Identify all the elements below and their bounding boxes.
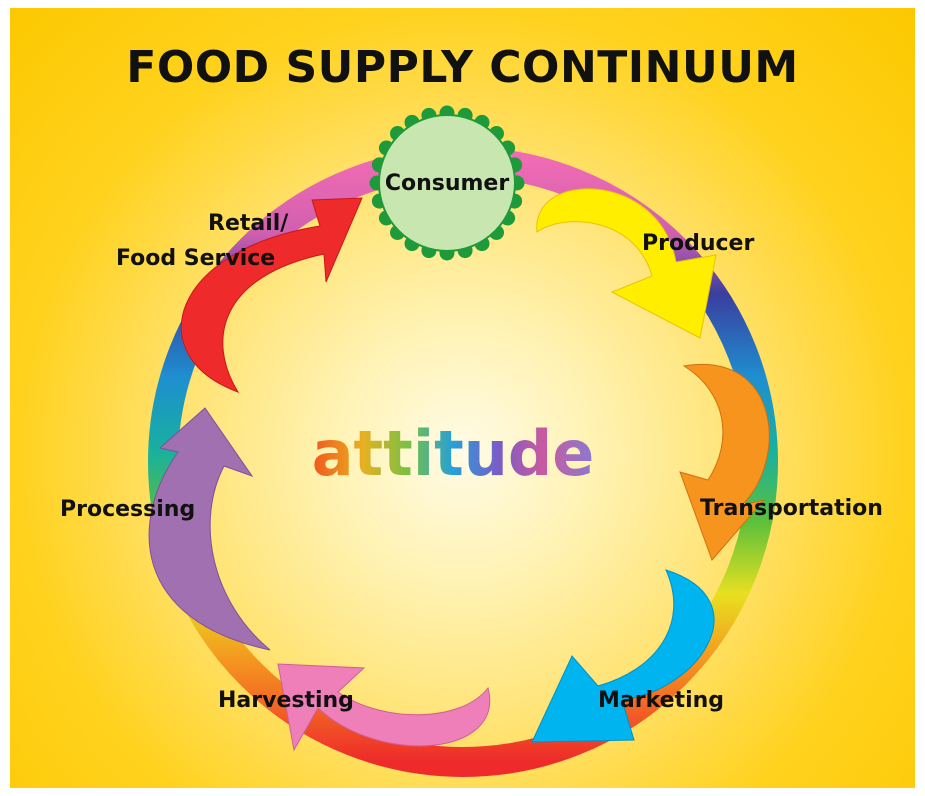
diagram-title: FOOD SUPPLY CONTINUUM <box>126 42 799 93</box>
harvesting-arrow <box>277 663 491 752</box>
marketing-label: Marketing <box>598 688 724 713</box>
producer-label: Producer <box>642 231 754 256</box>
consumer-label: Consumer <box>385 171 510 196</box>
center-word: attitude <box>312 417 595 490</box>
processing-label: Processing <box>60 497 195 522</box>
consumer-hub-circle <box>378 114 516 252</box>
retail-food-service-arrow <box>180 197 363 393</box>
retail-label-line2: Food Service <box>116 246 275 271</box>
harvesting-label: Harvesting <box>218 688 354 713</box>
transportation-label: Transportation <box>700 496 883 521</box>
producer-arrow <box>536 188 717 339</box>
processing-arrow <box>148 407 271 651</box>
transportation-arrow <box>679 363 770 561</box>
marketing-arrow <box>531 569 715 743</box>
retail-label-line1: Retail/ <box>208 211 289 236</box>
